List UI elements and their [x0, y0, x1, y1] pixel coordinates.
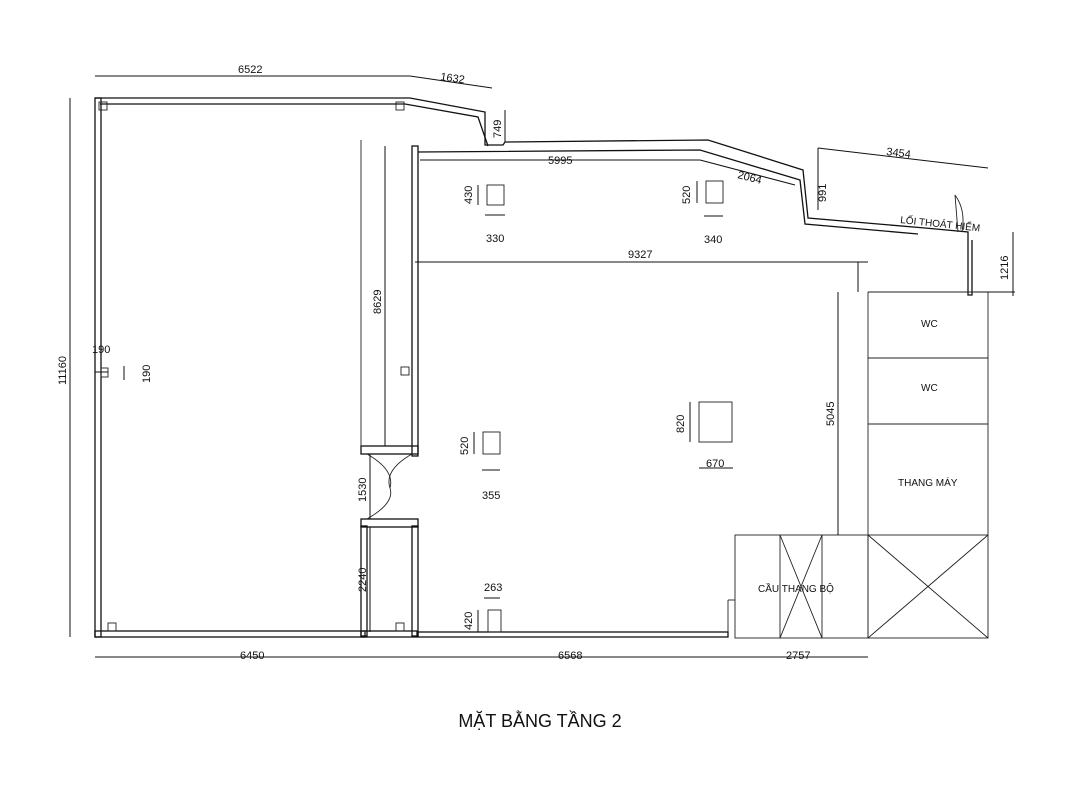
dim-col-small-w: 190 — [92, 344, 110, 356]
dim-col-a-h: 430 — [463, 186, 475, 204]
dim-col-d-w: 670 — [706, 458, 724, 470]
dim-col-c-h: 520 — [459, 437, 471, 455]
dim-top-angled: 1632 — [440, 71, 466, 86]
dim-top-jog: 749 — [492, 120, 504, 138]
exit-door — [954, 194, 964, 233]
room-wc-1: WC — [921, 319, 938, 330]
dim-angled-right: 2064 — [736, 169, 763, 187]
room-exit: LỐI THOÁT HIỂM — [900, 212, 981, 234]
dim-bottom-right: 2757 — [786, 650, 810, 662]
dim-left-partition: 8629 — [372, 290, 384, 314]
dim-col-a-w: 330 — [486, 233, 504, 245]
dim-col-b-h: 520 — [681, 186, 693, 204]
plan-title: MẶT BẰNG TẦNG 2 — [458, 710, 621, 731]
room-wc-2: WC — [921, 383, 938, 394]
dim-bottom-mid: 6568 — [558, 650, 582, 662]
room-stair: CẦU THANG BỘ — [758, 582, 834, 595]
dim-inner-top: 5995 — [548, 155, 572, 167]
dim-top-right: 3454 — [886, 146, 912, 161]
dim-col-e-w: 263 — [484, 582, 502, 594]
right-hall-walls — [417, 149, 989, 638]
dim-right-small: 1216 — [999, 256, 1011, 280]
stair-block — [734, 534, 869, 639]
dim-col-small-h: 190 — [141, 365, 153, 383]
left-hall-walls — [94, 97, 926, 638]
dim-col-c-w: 355 — [482, 490, 500, 502]
service-core — [867, 357, 989, 639]
dim-lower-partition: 2240 — [357, 568, 369, 592]
dim-door-opening: 1530 — [357, 478, 369, 502]
room-elevator: THANG MÁY — [898, 476, 958, 489]
dim-col-b-w: 340 — [704, 234, 722, 246]
dim-wc-run: 5045 — [825, 402, 837, 426]
dim-col-d-h: 820 — [675, 415, 687, 433]
double-door — [366, 453, 413, 520]
dim-right-jog: 991 — [817, 184, 829, 202]
dim-top-left-width: 6522 — [238, 64, 262, 76]
dim-bottom-left: 6450 — [240, 650, 264, 662]
dimension-lines — [69, 75, 1015, 658]
dim-inner-width: 9327 — [628, 249, 652, 261]
dim-col-e-h: 420 — [463, 612, 475, 630]
dim-overall-height: 11160 — [57, 356, 69, 385]
